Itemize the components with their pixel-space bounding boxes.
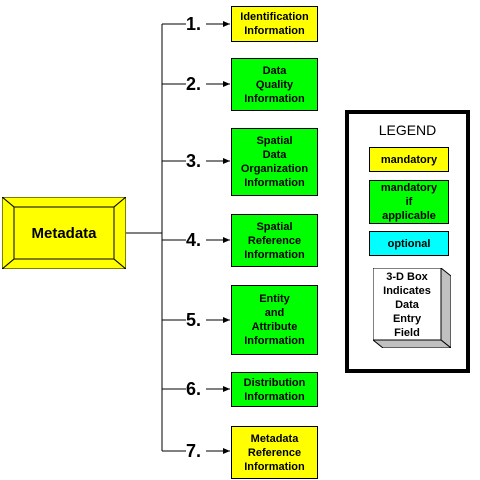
section-box-distribution: Distribution Information xyxy=(231,372,318,407)
metadata-root-label: Metadata xyxy=(31,224,97,242)
section-number-2: 2. xyxy=(186,74,202,94)
bevel-frame xyxy=(2,197,126,269)
section-box-entity-attribute: Entity and Attribute Information xyxy=(231,285,318,355)
section-number-7: 7. xyxy=(186,441,202,461)
legend-3d-label: 3-D Box Indicates Data Entry Field xyxy=(383,271,431,339)
legend-mandatory: mandatory xyxy=(369,147,449,172)
section-box-data-quality: Data Quality Information xyxy=(231,58,318,111)
section-number-4: 4. xyxy=(186,230,202,250)
section-number-1: 1. xyxy=(186,14,202,34)
legend-3d-box: 3-D Box Indicates Data Entry Field xyxy=(373,268,451,348)
section-box-metadata-reference: Metadata Reference Information xyxy=(231,426,318,479)
section-box-identification: Identification Information xyxy=(231,6,318,42)
legend: LEGEND mandatory mandatory if applicable… xyxy=(345,110,470,373)
section-number-3: 3. xyxy=(186,151,202,171)
legend-title: LEGEND xyxy=(378,122,437,138)
section-number-6: 6. xyxy=(186,379,202,399)
section-box-spatial-reference: Spatial Reference Information xyxy=(231,214,318,267)
metadata-root-box: Metadata xyxy=(2,197,126,269)
legend-mandatory-if-applicable: mandatory if applicable xyxy=(369,180,449,224)
legend-optional: optional xyxy=(369,231,449,256)
section-box-spatial-data-organization: Spatial Data Organization Information xyxy=(231,128,318,196)
box-3d-shape xyxy=(373,268,451,348)
section-number-5: 5. xyxy=(186,310,202,330)
